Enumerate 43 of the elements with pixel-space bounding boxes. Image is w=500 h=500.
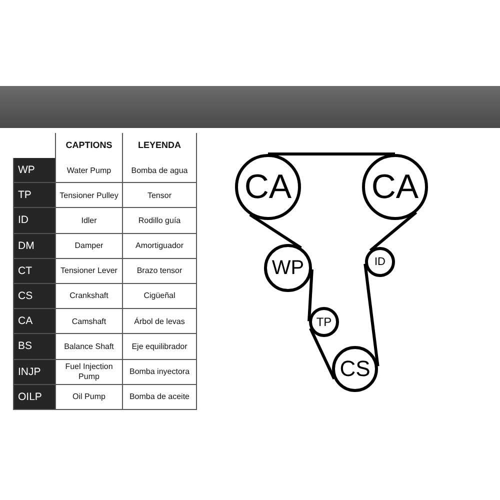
belt-segment — [364, 264, 380, 366]
table-cell: Fuel Injection Pump — [55, 360, 122, 385]
belt-segment — [308, 269, 314, 322]
table-cell: Cigüeñal — [122, 284, 197, 310]
table-cell: Damper — [55, 234, 122, 259]
table-cell: Oil Pump — [55, 384, 122, 410]
table-cell: Bomba inyectora — [122, 360, 197, 385]
table-cell: Tensor — [122, 183, 197, 208]
abbreviation-cell: CS — [13, 284, 55, 310]
table-cell: Crankshaft — [55, 284, 122, 310]
table-cell: Idler — [55, 208, 122, 234]
table-cell: Balance Shaft — [55, 334, 122, 360]
pulley-circle: ID — [365, 247, 395, 277]
column-header: LEYENDA — [122, 133, 197, 158]
pulley-circle: CS — [332, 346, 378, 392]
abbreviation-cell: BS — [13, 334, 55, 360]
abbreviation-cell: OILP — [13, 384, 55, 410]
belt-segment — [249, 213, 302, 250]
belt-segment — [309, 328, 336, 380]
table-cell: Eje equilibrador — [122, 334, 197, 360]
table-cell: Bomba de aceite — [122, 384, 197, 410]
pulley-circle: CA — [235, 154, 301, 220]
abbreviation-cell: CT — [13, 258, 55, 284]
table-cell: Bomba de agua — [122, 158, 197, 184]
pulley-circle: CA — [362, 154, 428, 220]
abbreviation-cell: DM — [13, 234, 55, 259]
table-cell: Brazo tensor — [122, 258, 197, 284]
abbreviation-cell: INJP — [13, 360, 55, 385]
pulley-circle: TP — [309, 307, 339, 337]
pulley-circle: WP — [264, 244, 312, 292]
table-cell: Tensioner Pulley — [55, 183, 122, 208]
table-cell: Árbol de levas — [122, 309, 197, 334]
abbreviation-cell: TP — [13, 183, 55, 208]
abbreviation-cell: CA — [13, 309, 55, 334]
table-cell: Amortiguador — [122, 234, 197, 259]
abbreviation-cell: WP — [13, 158, 55, 184]
belt-segment — [268, 152, 395, 156]
table-cell: Rodillo guía — [122, 208, 197, 234]
table-cell: Water Pump — [55, 158, 122, 184]
table-cell: Camshaft — [55, 309, 122, 334]
belt-segment — [369, 211, 418, 252]
abbreviation-cell: ID — [13, 208, 55, 234]
table-cell: Tensioner Lever — [55, 258, 122, 284]
